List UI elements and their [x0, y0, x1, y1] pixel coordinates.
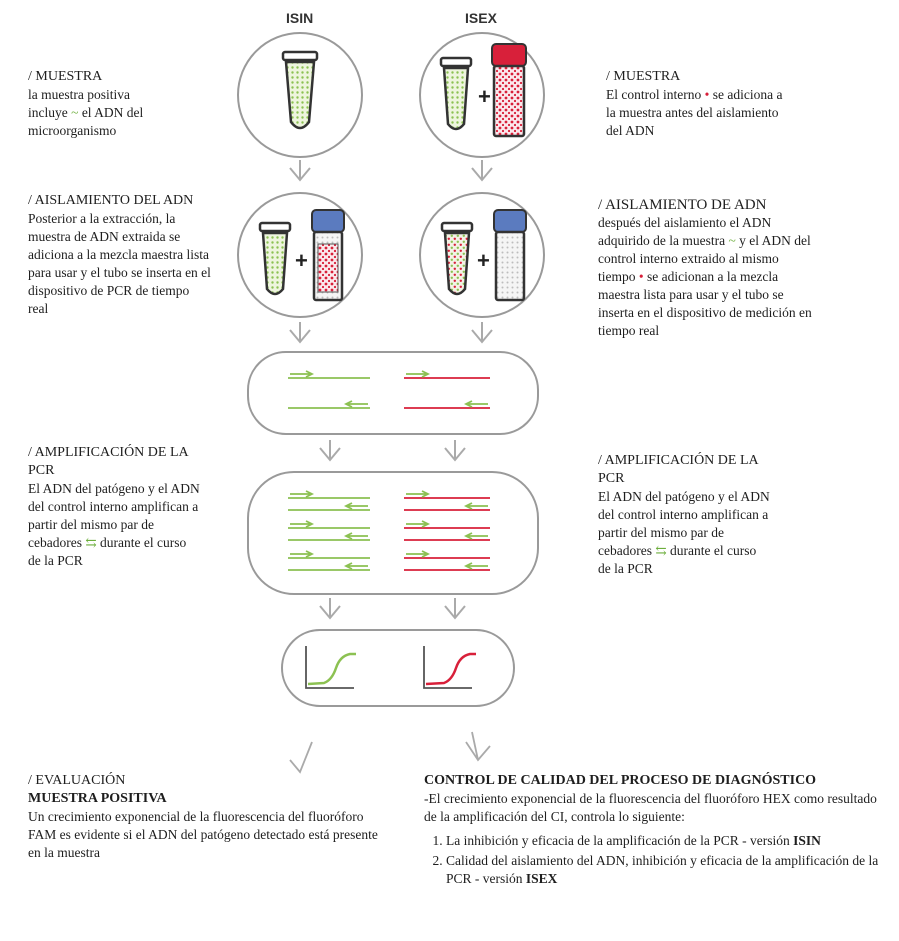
master-mix-vial-icon	[311, 209, 345, 302]
amplification-curve-icon	[423, 646, 476, 689]
sample-tube-icon	[281, 50, 319, 130]
evaluation-subtitle: MUESTRA POSITIVA	[28, 791, 167, 806]
quality-control-text: CONTROL DE CALIDAD DEL PROCESO DE DIAGNÓ…	[424, 772, 888, 890]
evaluation-body: Un crecimiento exponencial de la fluores…	[28, 809, 378, 860]
right-isolation-part3: se adicionan a la mezcla maestra lista p…	[598, 269, 812, 338]
plus-icon: +	[295, 248, 308, 273]
quality-control-item-1: La inhibición y eficacia de la amplifica…	[446, 832, 888, 850]
quality-control-item-1-text: La inhibición y eficacia de la amplifica…	[446, 833, 790, 848]
quality-control-item-2: Calidad del aislamiento del ADN, inhibic…	[446, 852, 888, 888]
down-arrow-icon	[471, 160, 493, 182]
column-header-isin: ISIN	[286, 10, 314, 26]
quality-control-item-1-version: ISIN	[793, 833, 821, 848]
down-arrow-icon	[444, 440, 466, 462]
down-arrow-icon	[319, 440, 341, 462]
left-isolation-text: / AISLAMIENTO DEL ADN Posterior a la ext…	[28, 192, 212, 318]
quality-control-item-2-version: ISEX	[525, 871, 558, 886]
left-sample-text: / MUESTRA la muestra positiva incluye ~ …	[28, 68, 208, 140]
left-amplification-body-pre: El ADN del patógeno y el ADN del control…	[28, 481, 200, 550]
right-amplification-body-post: durante el curso de la PCR	[598, 543, 757, 576]
amplification-strands-left	[288, 490, 370, 571]
quality-control-intro: -El crecimiento exponencial de la fluore…	[424, 791, 877, 824]
evaluation-text: / EVALUACIÓN MUESTRA POSITIVA Un crecimi…	[28, 772, 378, 862]
evaluation-title: / EVALUACIÓN	[28, 773, 126, 788]
right-isolation-part2: y el ADN del control interno extraido al…	[598, 233, 811, 284]
fluorescence-panel	[281, 629, 515, 707]
right-sample-post: se adiciona a la muestra antes del aisla…	[606, 87, 783, 138]
amplification-panel	[247, 471, 539, 595]
left-sample-line2-pre: incluye	[28, 105, 68, 120]
column-header-isex: ISEX	[465, 10, 497, 26]
left-isolation-title: / AISLAMIENTO DEL ADN	[28, 193, 194, 208]
right-amplification-title: / AMPLIFICACIÓN DE LA PCR	[598, 453, 758, 486]
primer-pair-symbol: ⇆	[85, 535, 97, 550]
master-mix-vial-icon	[493, 209, 527, 302]
red-control-symbol: •	[638, 269, 644, 284]
plus-icon: +	[477, 248, 490, 273]
right-isolation-text: / AISLAMIENTO DE ADN después del aislami…	[598, 196, 812, 340]
quality-control-list: La inhibición y eficacia de la amplifica…	[424, 832, 888, 888]
down-arrow-icon	[444, 598, 466, 620]
amplification-strands-right	[404, 490, 490, 571]
left-sample-line2-post: el ADN del microorganismo	[28, 105, 144, 138]
quality-control-title: CONTROL DE CALIDAD DEL PROCESO DE DIAGNÓ…	[424, 773, 817, 788]
red-control-symbol: •	[704, 87, 710, 102]
green-dna-symbol: ~	[728, 233, 736, 248]
left-sample-line1: la muestra positiva	[28, 87, 130, 102]
down-arrow-icon	[465, 731, 491, 762]
down-arrow-icon	[289, 741, 313, 774]
green-dna-symbol: ~	[71, 105, 79, 120]
right-sample-pre: El control interno	[606, 87, 702, 102]
down-arrow-icon	[471, 322, 493, 344]
primer-pair-symbol: ⇆	[655, 543, 667, 558]
primer-binding-panel	[247, 351, 539, 435]
right-amplification-text: / AMPLIFICACIÓN DE LA PCR El ADN del pat…	[598, 452, 770, 578]
amplification-curve-icon	[305, 646, 356, 689]
left-amplification-title: / AMPLIFICACIÓN DE LA PCR	[28, 445, 188, 478]
sample-tube-icon	[258, 221, 292, 296]
master-mix-vial-icon	[491, 43, 527, 138]
right-amplification-body-pre: El ADN del patógeno y el ADN del control…	[598, 489, 770, 558]
sample-tube-icon	[440, 221, 474, 296]
sample-tube-icon	[439, 56, 473, 131]
right-isolation-part1: después del aislamiento el ADN adquirido…	[598, 215, 772, 248]
right-sample-title: / MUESTRA	[606, 69, 681, 84]
left-amplification-text: / AMPLIFICACIÓN DE LA PCR El ADN del pat…	[28, 444, 200, 570]
quality-control-item-2-text: Calidad del aislamiento del ADN, inhibic…	[446, 853, 879, 886]
right-sample-text: / MUESTRA El control interno • se adicio…	[606, 68, 786, 140]
left-isolation-body: Posterior a la extracción, la muestra de…	[28, 211, 211, 316]
down-arrow-icon	[319, 598, 341, 620]
down-arrow-icon	[289, 322, 311, 344]
primer-strands-left	[288, 370, 370, 409]
left-amplification-body-post: durante el curso de la PCR	[28, 535, 187, 568]
down-arrow-icon	[289, 160, 311, 182]
right-isolation-title: / AISLAMIENTO DE ADN	[598, 197, 767, 213]
plus-icon: +	[478, 84, 491, 109]
primer-strands-right	[404, 370, 490, 409]
left-sample-title: / MUESTRA	[28, 69, 103, 84]
